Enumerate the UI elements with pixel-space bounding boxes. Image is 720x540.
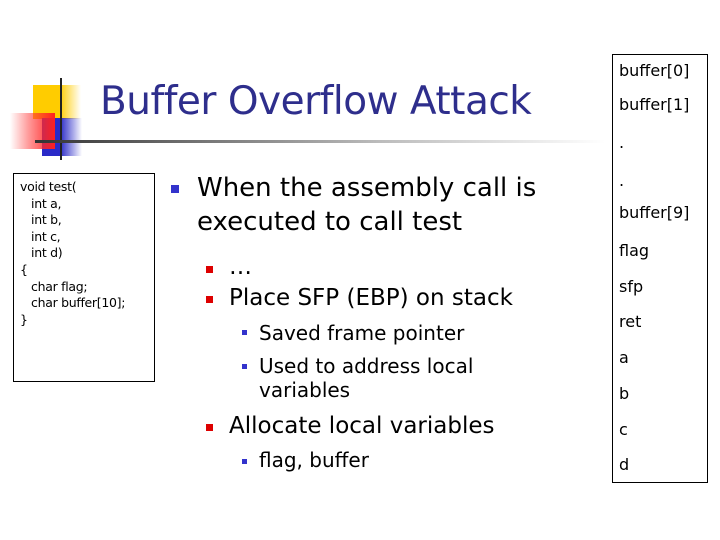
bullet-square-icon	[206, 266, 213, 273]
code-line: char flag;	[20, 278, 88, 294]
bullet-sub-place-sfp: Place SFP (EBP) on stack	[229, 285, 513, 311]
bullet-address-local-line1: Used to address local	[259, 354, 474, 378]
bullet-main-line2: executed to call test	[197, 207, 463, 237]
slide-logo-decoration	[0, 0, 100, 170]
code-snippet-box: void test( int a, int b, int c, int d) {…	[13, 173, 155, 382]
logo-vertical-line	[60, 78, 62, 160]
code-line: }	[20, 311, 28, 327]
stack-cell: ret	[619, 312, 642, 331]
stack-cell: buffer[9]	[619, 203, 690, 222]
bullet-square-icon	[242, 330, 247, 335]
bullet-flag-buffer: flag, buffer	[259, 448, 369, 472]
bullet-square-icon	[206, 424, 213, 431]
stack-cell: buffer[0]	[619, 61, 690, 80]
code-line: int c,	[20, 228, 61, 244]
bullet-square-icon	[242, 459, 247, 464]
bullet-square-icon	[171, 185, 179, 193]
title-underline-rule	[35, 140, 605, 143]
bullet-sub-allocate: Allocate local variables	[229, 413, 495, 439]
stack-cell: flag	[619, 241, 650, 260]
stack-cell: b	[619, 384, 630, 403]
stack-cell: sfp	[619, 277, 644, 296]
logo-red-square	[10, 113, 55, 149]
slide-title: Buffer Overflow Attack	[100, 79, 532, 124]
bullet-sub-ellipsis: …	[229, 254, 252, 280]
stack-cell: buffer[1]	[619, 95, 690, 114]
stack-cell: a	[619, 348, 629, 367]
stack-cell: .	[619, 171, 625, 190]
stack-cell: c	[619, 420, 628, 439]
code-line: void test(	[20, 179, 77, 194]
bullet-square-icon	[206, 296, 213, 303]
code-line: int a,	[20, 195, 62, 211]
bullet-saved-frame-pointer: Saved frame pointer	[259, 321, 465, 345]
bullet-main-line1: When the assembly call is	[197, 173, 537, 203]
stack-cell: d	[619, 455, 630, 474]
code-line: int b,	[20, 212, 62, 228]
stack-layout-box: buffer[0] buffer[1] . . buffer[9] flag s…	[612, 54, 708, 483]
code-line: int d)	[20, 245, 63, 261]
bullet-square-icon	[242, 364, 247, 369]
code-line: char buffer[10];	[20, 295, 126, 311]
code-line: {	[20, 261, 28, 277]
bullet-address-local-line2: variables	[259, 378, 351, 402]
stack-cell: .	[619, 133, 625, 152]
